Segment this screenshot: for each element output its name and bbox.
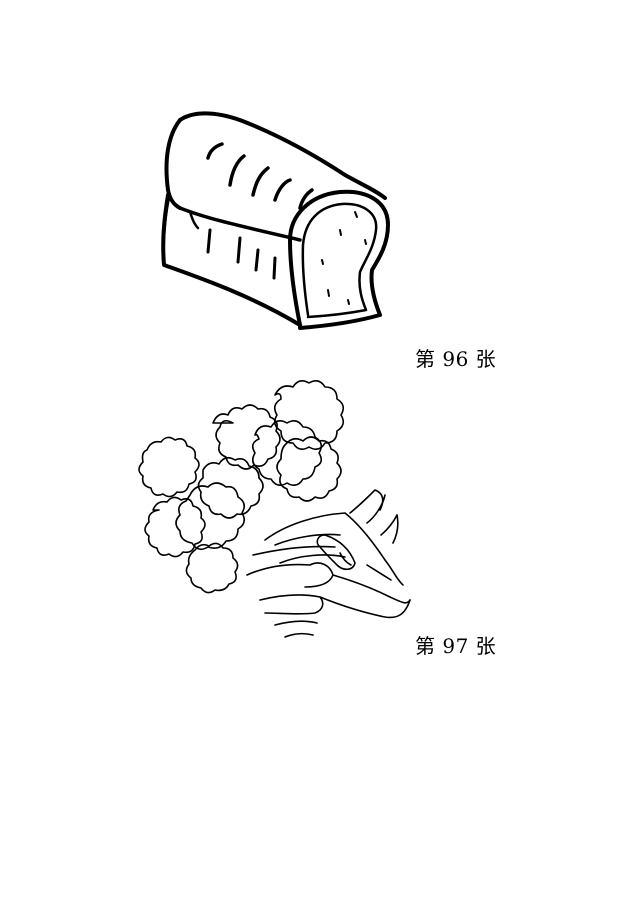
caption-97: 第 97 张 — [415, 634, 497, 658]
broccoli-illustration — [135, 375, 425, 650]
caption-96: 第 96 张 — [415, 347, 497, 371]
florets — [138, 379, 345, 594]
bread-loaf-illustration — [150, 100, 410, 340]
